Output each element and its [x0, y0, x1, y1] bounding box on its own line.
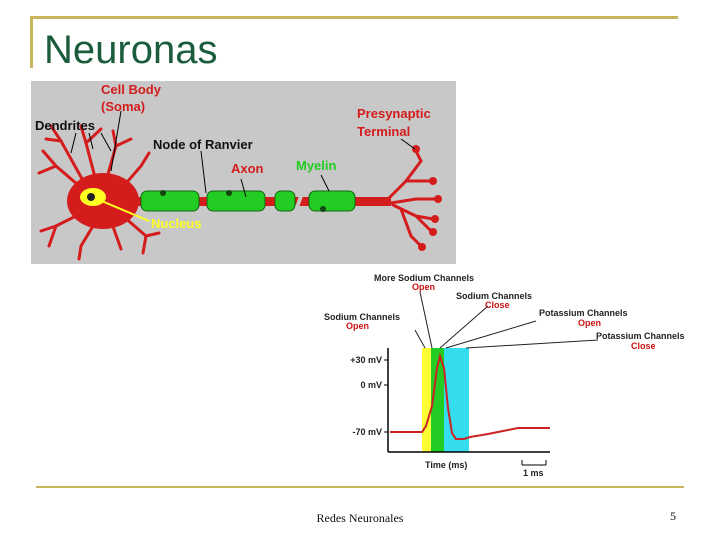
footer-text: Redes Neuronales [316, 511, 404, 525]
leader-lines [70, 110, 416, 198]
label-potassium-close-state: Close [631, 341, 656, 351]
frame-left-border [30, 16, 33, 68]
label-cell-body: Cell Body [101, 82, 162, 97]
label-potassium-channels-close: Potassium Channels [596, 331, 685, 341]
label-more-sodium: More Sodium Channels [374, 273, 474, 283]
nucleus-pointer [96, 198, 150, 222]
label-axon: Axon [231, 161, 264, 176]
slide-title: Neuronas [44, 28, 218, 72]
scale-bar [521, 460, 547, 466]
label-nucleus: Nucleus [151, 216, 202, 231]
band-yellow [422, 348, 431, 452]
y-label-plus30: +30 mV [350, 355, 382, 365]
axon-terminals [384, 149, 438, 248]
label-terminal: Terminal [357, 124, 410, 139]
y-ticks [384, 359, 388, 433]
label-potassium-open-state: Open [578, 318, 601, 328]
label-sodium-close-state: Close [485, 300, 510, 310]
membrane-potential-trace [390, 352, 550, 440]
label-sodium-channels-close: Sodium Channels [456, 291, 532, 301]
axon-break [293, 185, 307, 213]
label-sodium-channels-open: Sodium Channels [324, 312, 400, 322]
neuron-diagram: Cell Body (Soma) Dendrites Node of Ranvi… [31, 81, 456, 264]
axes [387, 348, 550, 453]
label-presynaptic: Presynaptic [357, 106, 431, 121]
label-soma: (Soma) [101, 99, 145, 114]
y-label-minus70: -70 mV [352, 427, 382, 437]
footer-divider [36, 486, 684, 488]
myelin-sheaths [140, 190, 356, 212]
neuron-background [31, 81, 456, 264]
x-axis-label: Time (ms) [425, 460, 467, 470]
y-label-zero: 0 mV [360, 380, 382, 390]
page-number: 5 [670, 509, 676, 523]
label-dendrites: Dendrites [35, 118, 95, 133]
pointer-lines [414, 291, 599, 349]
label-more-sodium-open: Open [412, 282, 435, 292]
myelin-nuclei [160, 190, 326, 212]
frame-top-border [30, 16, 678, 19]
terminal-knobs [412, 145, 442, 251]
label-node-of-ranvier: Node of Ranvier [153, 137, 253, 152]
nucleolus [87, 193, 95, 201]
label-myelin: Myelin [296, 158, 337, 173]
band-green [431, 348, 444, 452]
label-sodium-open-state: Open [346, 321, 369, 331]
label-potassium-channels-open: Potassium Channels [539, 308, 628, 318]
action-potential-diagram: More Sodium Channels Open Sodium Channel… [324, 273, 685, 478]
scale-bar-label: 1 ms [523, 468, 544, 478]
